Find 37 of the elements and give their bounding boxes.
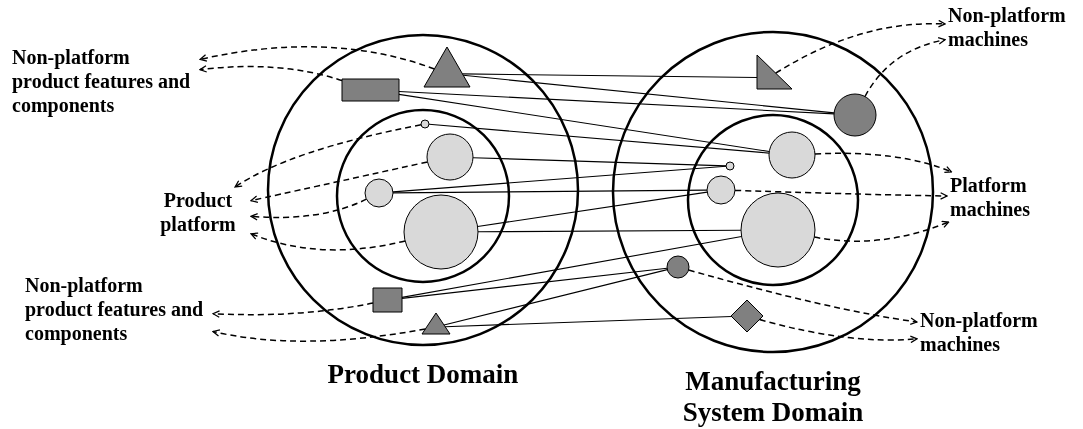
connector-line bbox=[428, 123, 770, 154]
dashed-arrow bbox=[199, 46, 436, 70]
connector-line bbox=[477, 191, 708, 228]
dashed-arrow bbox=[758, 318, 918, 344]
connector-line bbox=[392, 165, 727, 193]
dashed-arrow bbox=[212, 328, 427, 342]
dashed-arrow bbox=[234, 124, 422, 188]
connector-line bbox=[398, 93, 770, 153]
connector-line bbox=[472, 157, 727, 167]
connector-line bbox=[398, 90, 835, 115]
connector-line bbox=[444, 315, 733, 328]
dashed-arrow bbox=[814, 152, 953, 174]
group-label: Product platform bbox=[148, 188, 248, 236]
dashed-arrow bbox=[250, 161, 429, 203]
dashed-arrow bbox=[212, 302, 374, 318]
group-label: Platform machines bbox=[950, 173, 1070, 221]
connector-line bbox=[461, 73, 758, 79]
connector-line bbox=[401, 235, 743, 298]
dashed-arrow bbox=[250, 198, 368, 221]
connector-line bbox=[462, 74, 835, 114]
group-label: Non-platform product features and components bbox=[25, 273, 210, 345]
connector-line bbox=[477, 229, 742, 233]
connector-line bbox=[443, 269, 668, 326]
domain-title: Product Domain bbox=[326, 359, 520, 390]
dashed-arrow bbox=[687, 269, 918, 325]
dashed-arrow bbox=[734, 189, 948, 200]
dashed-arrow bbox=[864, 37, 946, 98]
domain-title: Manufacturing System Domain bbox=[681, 366, 865, 428]
group-label: Non-platform machines bbox=[948, 3, 1078, 51]
dashed-arrow bbox=[774, 19, 946, 74]
connector-line bbox=[392, 189, 708, 194]
dashed-arrow bbox=[250, 232, 406, 251]
group-label: Non-platform machines bbox=[920, 308, 1060, 356]
dashed-arrow bbox=[813, 220, 950, 242]
group-label: Non-platform product features and components bbox=[12, 45, 197, 117]
dashed-arrow bbox=[199, 65, 343, 82]
connector-line bbox=[401, 267, 668, 299]
